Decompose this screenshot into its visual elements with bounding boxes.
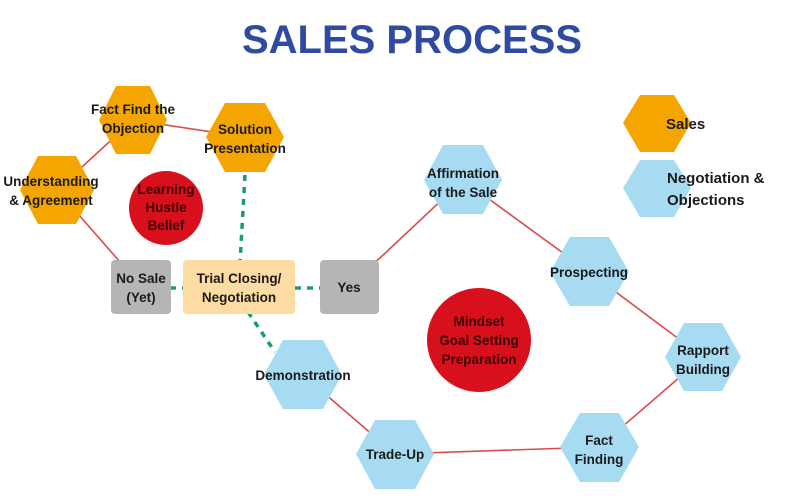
- no-sale-label-line1: No Sale: [116, 271, 166, 286]
- dashed-solution-trial: [238, 174, 247, 264]
- solution-hex-shape: [206, 103, 284, 172]
- mindset-circle-shape: [427, 288, 531, 392]
- hex-rapport-building: Rapport Building: [665, 323, 741, 391]
- dashed-connectors: [170, 174, 322, 353]
- circle-mindset: Mindset Goal Setting Preparation: [427, 288, 531, 392]
- no-sale-box-shape: [111, 260, 171, 314]
- fact-find-hex-shape: [99, 86, 167, 154]
- prospecting-hex-shape: [550, 237, 629, 306]
- demonstration-label: Demonstration: [255, 368, 350, 383]
- understanding-hex-shape: [20, 156, 94, 224]
- learning-label-line1: Learning: [137, 182, 194, 197]
- hex-prospecting: Prospecting: [550, 237, 629, 306]
- legend-negotiation-swatch: [623, 160, 691, 217]
- rapport-label-line1: Rapport: [677, 343, 729, 358]
- legend-negotiation-label-line2: Objections: [667, 192, 745, 209]
- hex-demonstration: Demonstration: [255, 340, 351, 409]
- box-no-sale: No Sale (Yet): [111, 260, 171, 314]
- hex-trade-up: Trade-Up: [356, 420, 434, 489]
- legend-negotiation-label-line1: Negotiation &: [667, 170, 765, 187]
- legend-sales-swatch: [623, 95, 691, 152]
- mindset-label-line3: Preparation: [441, 352, 516, 367]
- learning-label-line2: Hustle: [145, 200, 187, 215]
- hex-fact-finding: Fact Finding: [560, 413, 639, 482]
- no-sale-label-line2: (Yet): [126, 290, 155, 305]
- trade-up-hex-shape: [356, 420, 434, 489]
- solution-label-line2: Presentation: [204, 141, 286, 156]
- affirmation-hex-shape: [424, 145, 502, 214]
- affirmation-label-line1: Affirmation: [427, 166, 499, 181]
- legend: Sales Negotiation & Objections: [623, 95, 765, 217]
- fact-finding-label-line1: Fact: [585, 433, 613, 448]
- learning-circle-shape: [129, 171, 203, 245]
- hex-affirmation: Affirmation of the Sale: [424, 145, 502, 214]
- rapport-label-line2: Building: [676, 362, 730, 377]
- mindset-label-line1: Mindset: [453, 314, 505, 329]
- understanding-label-line1: Understanding: [3, 174, 98, 189]
- trade-up-label: Trade-Up: [366, 447, 425, 462]
- fact-find-label-line2: Objection: [102, 121, 164, 136]
- rapport-hex-shape: [665, 323, 741, 391]
- mindset-label-line2: Goal Setting: [439, 333, 519, 348]
- understanding-label-line2: & Agreement: [9, 193, 93, 208]
- hex-solution-presentation: Solution Presentation: [204, 103, 286, 172]
- circle-learning: Learning Hustle Belief: [129, 171, 203, 245]
- box-trial-closing: Trial Closing/ Negotiation: [183, 260, 295, 314]
- learning-label-line3: Belief: [148, 218, 185, 233]
- affirmation-label-line2: of the Sale: [429, 185, 498, 200]
- page-title: SALES PROCESS: [242, 18, 582, 62]
- demonstration-hex-shape: [264, 340, 342, 409]
- yes-label: Yes: [337, 280, 360, 295]
- box-yes: Yes: [320, 260, 379, 314]
- prospecting-label: Prospecting: [550, 265, 628, 280]
- legend-sales-label: Sales: [666, 116, 705, 133]
- dashed-trial-demonstration: [246, 311, 277, 353]
- trial-closing-box-shape: [183, 260, 295, 314]
- fact-finding-label-line2: Finding: [575, 452, 624, 467]
- fact-find-label-line1: Fact Find the: [91, 102, 175, 117]
- solution-label-line1: Solution: [218, 122, 272, 137]
- hex-fact-find-objection: Fact Find the Objection: [91, 86, 175, 154]
- yes-box-shape: [320, 260, 379, 314]
- fact-finding-hex-shape: [560, 413, 639, 482]
- trial-closing-label-line2: Negotiation: [202, 290, 276, 305]
- trial-closing-label-line1: Trial Closing/: [197, 271, 282, 286]
- hex-understanding-agreement: Understanding & Agreement: [3, 156, 99, 224]
